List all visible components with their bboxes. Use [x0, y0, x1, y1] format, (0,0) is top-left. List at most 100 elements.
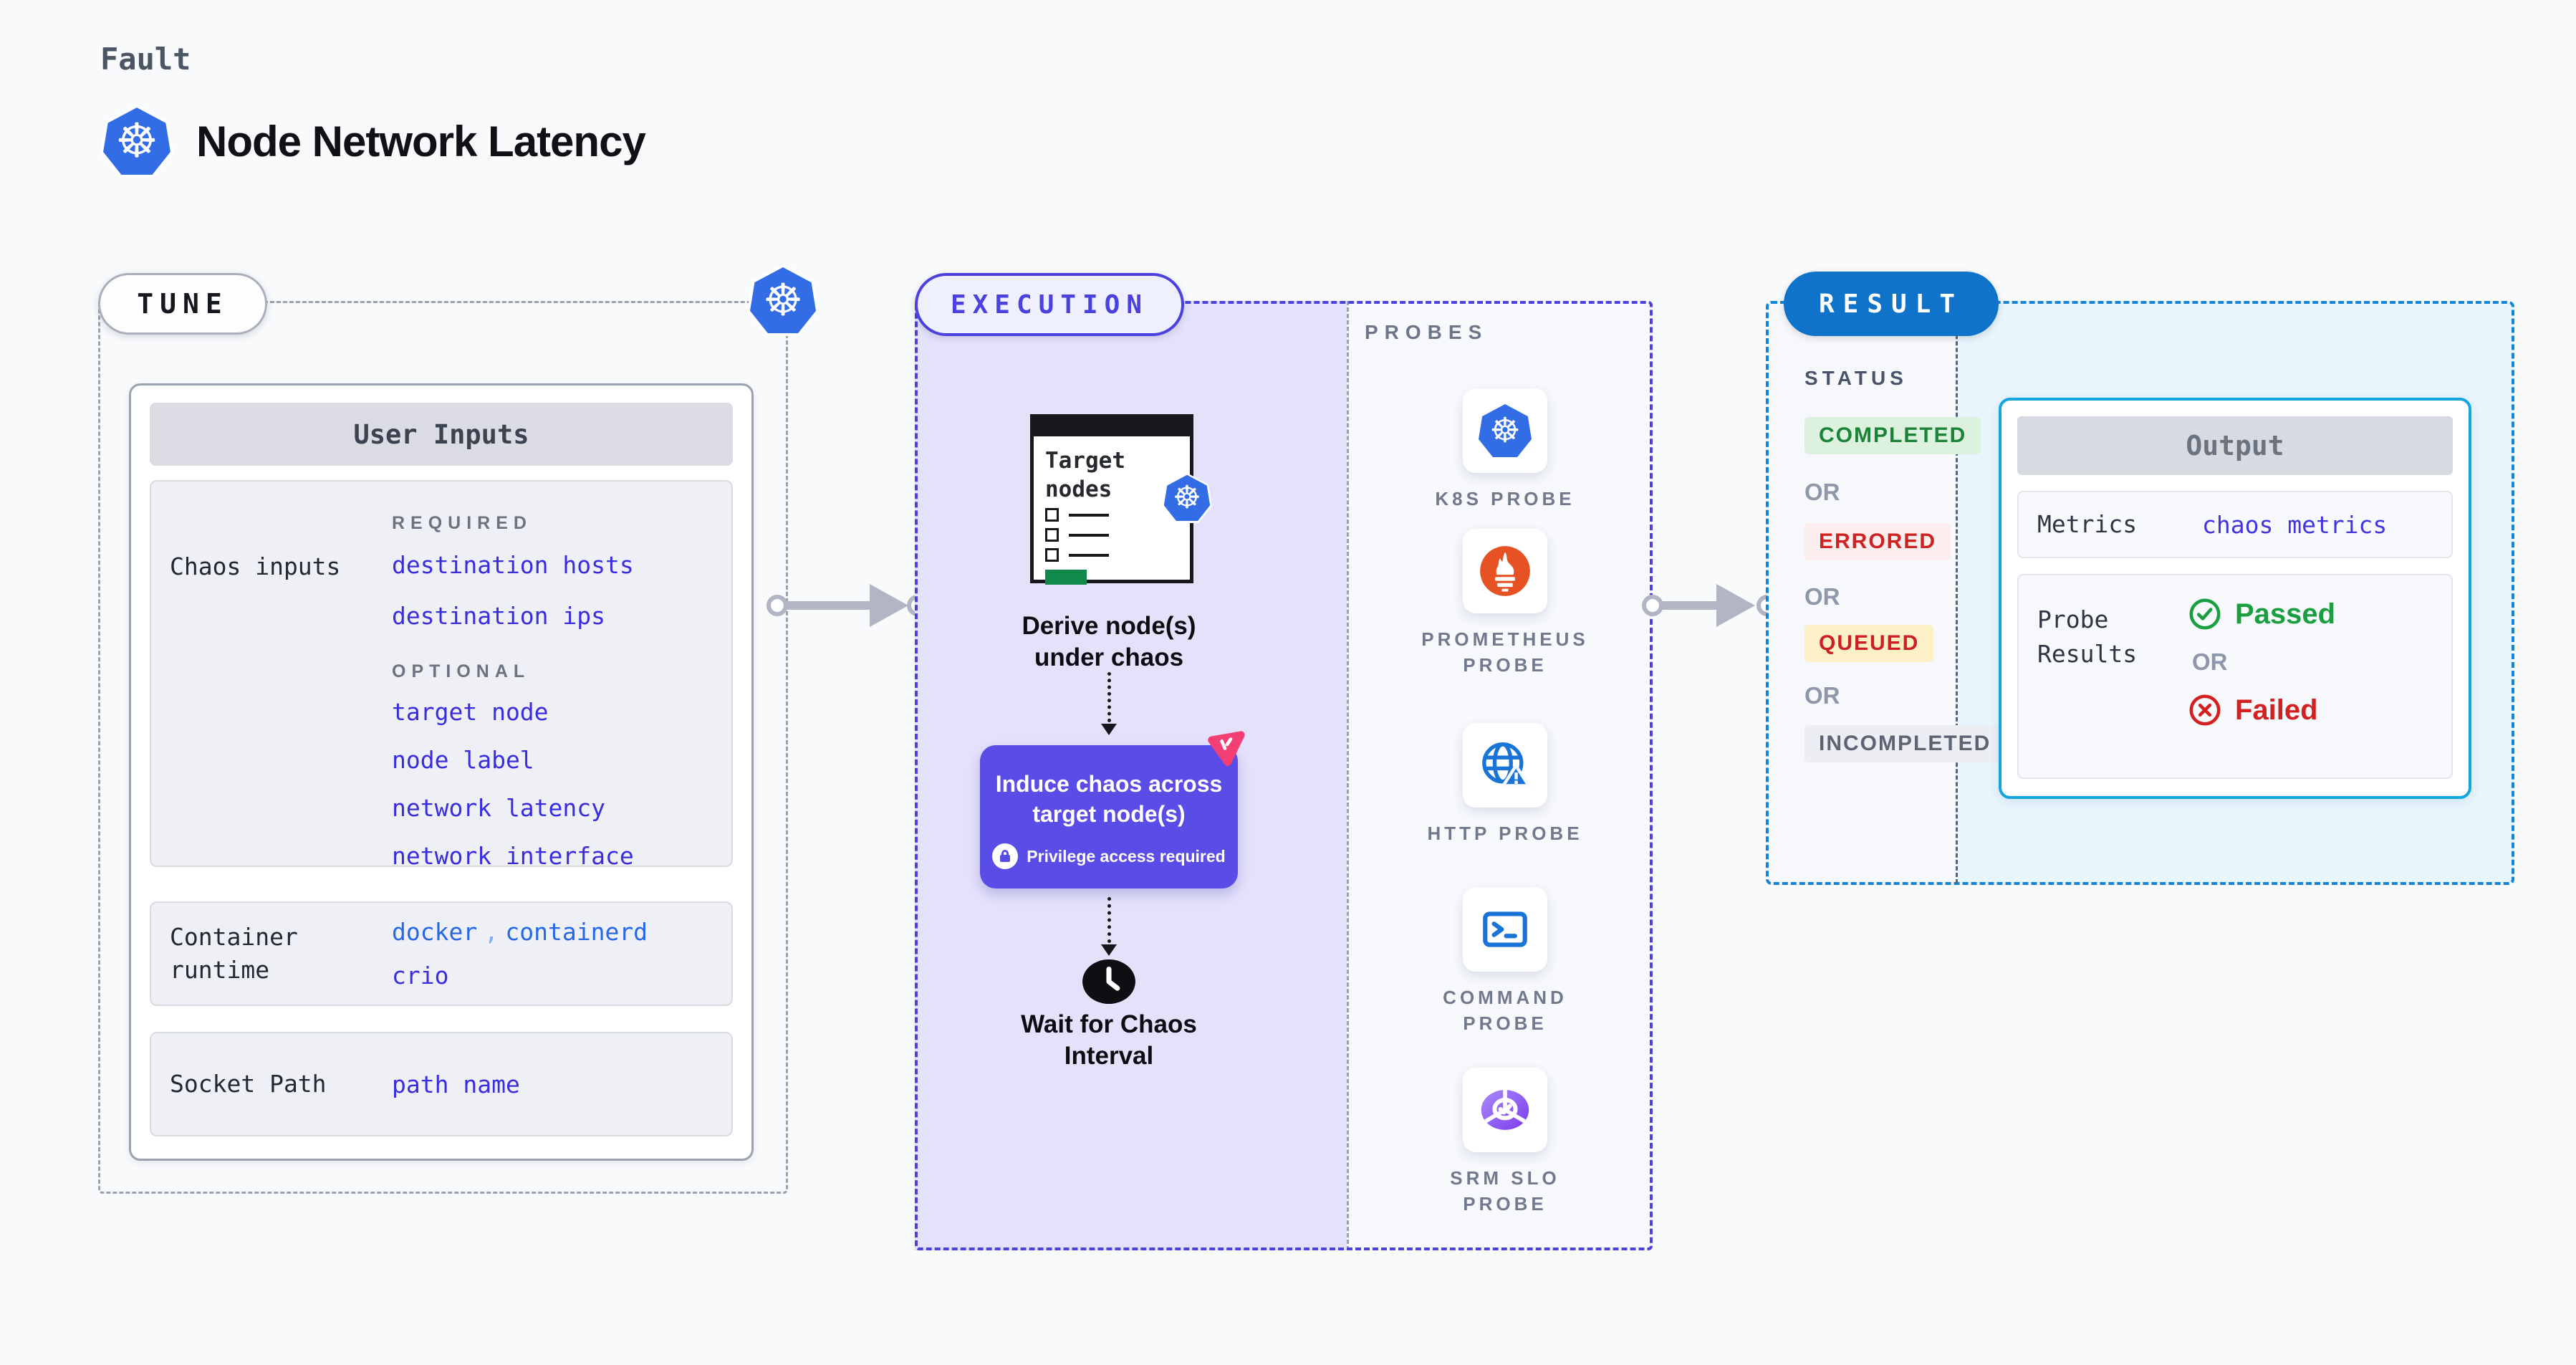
- node-checkbox-row: [1045, 528, 1109, 542]
- probe-item-command: COMMAND PROBE: [1419, 887, 1591, 1037]
- probe-card: [1463, 723, 1547, 808]
- node-checkbox-row: [1045, 508, 1109, 522]
- dotted-connector: [1107, 897, 1111, 943]
- status-heading: STATUS: [1804, 367, 1908, 389]
- privilege-note: Privilege access required: [1027, 846, 1226, 866]
- dotted-arrow-head-icon: [1101, 944, 1117, 956]
- link-destination-hosts[interactable]: destination hosts: [392, 551, 634, 579]
- privilege-chip: Privilege access required: [992, 843, 1226, 870]
- or-separator: OR: [1804, 583, 1840, 610]
- dotted-connector: [1107, 672, 1111, 722]
- container-runtime-row: Container runtime docker , containerd cr…: [150, 901, 733, 1006]
- check-circle-icon: [2189, 598, 2221, 630]
- probe-label: COMMAND PROBE: [1443, 987, 1567, 1035]
- socket-path-row: Socket Path path name: [150, 1032, 733, 1136]
- kubernetes-icon: ☸: [1479, 404, 1532, 457]
- target-nodes-card: Target nodes: [1030, 414, 1193, 585]
- user-inputs-header: User Inputs: [150, 403, 733, 466]
- connector-dot: [766, 595, 788, 616]
- kubernetes-icon: ☸: [747, 264, 819, 336]
- passed-label: Passed: [2235, 598, 2336, 630]
- failed-label: Failed: [2235, 694, 2318, 726]
- required-heading: REQUIRED: [392, 513, 532, 533]
- x-circle-icon: [2189, 694, 2221, 726]
- output-header: Output: [2017, 416, 2453, 475]
- status-badge-completed: COMPLETED: [1804, 417, 1981, 454]
- litmus-chaos-icon: [1208, 731, 1245, 766]
- prometheus-icon: [1480, 546, 1530, 596]
- slo-gauge-icon: [1481, 1088, 1529, 1130]
- arrow-shaft: [787, 601, 871, 610]
- link-chaos-metrics[interactable]: chaos metrics: [2202, 510, 2388, 539]
- terminal-icon: [1483, 911, 1527, 947]
- derive-step-caption: Derive node(s) under chaos: [1022, 612, 1196, 671]
- tune-badge: TUNE: [98, 273, 267, 335]
- probe-label: SRM SLO PROBE: [1450, 1167, 1560, 1215]
- card-titlebar: [1034, 418, 1190, 436]
- induce-chaos-step: Induce chaos across target node(s) Privi…: [980, 745, 1238, 889]
- link-containerd[interactable]: containerd: [505, 918, 648, 946]
- runtime-comma: ,: [484, 918, 499, 946]
- page-title: Node Network Latency: [196, 117, 646, 166]
- tune-section-frame: [98, 301, 788, 1194]
- node-checkbox-row: [1045, 548, 1109, 562]
- page-title-row: ☸ Node Network Latency: [100, 105, 646, 178]
- or-separator: OR: [2192, 648, 2228, 675]
- link-docker[interactable]: docker: [392, 918, 478, 946]
- chaos-inputs-values: REQUIRED destination hosts destination i…: [392, 482, 634, 870]
- probes-heading: PROBES: [1365, 321, 1489, 343]
- lock-icon: [992, 843, 1019, 870]
- link-node-label[interactable]: node label: [392, 746, 534, 774]
- or-separator: OR: [1804, 682, 1840, 709]
- status-panel: [1767, 302, 1956, 883]
- probe-item-k8s: ☸ K8S PROBE: [1419, 388, 1591, 512]
- link-network-latency[interactable]: network latency: [392, 794, 606, 822]
- probe-results-values: Passed OR Failed: [2188, 575, 2335, 777]
- execution-badge: EXECUTION: [915, 273, 1184, 336]
- chaos-inputs-row: Chaos inputs REQUIRED destination hosts …: [150, 480, 733, 870]
- arrow-head-icon: [870, 584, 908, 627]
- status-badge-queued: QUEUED: [1804, 625, 1934, 662]
- output-card: Output Metrics chaos metrics Probe Resul…: [1999, 398, 2471, 799]
- link-crio[interactable]: crio: [392, 962, 449, 990]
- induce-chaos-title: Induce chaos across target node(s): [995, 771, 1223, 827]
- target-nodes-title: Target nodes: [1045, 448, 1125, 503]
- result-divider: [1956, 302, 1958, 883]
- arrow-head-icon: [1716, 584, 1755, 627]
- container-runtime-values: docker , containerd crio: [392, 918, 648, 990]
- link-path-name[interactable]: path name: [392, 1070, 520, 1098]
- kubernetes-icon: ☸: [100, 105, 173, 178]
- probe-label: PROMETHEUS PROBE: [1421, 628, 1589, 676]
- globe-warning-icon: [1482, 742, 1532, 787]
- optional-heading: OPTIONAL: [392, 661, 531, 681]
- status-badge-incompleted: INCOMPLETED: [1804, 725, 2006, 762]
- probe-results-label: Probe Results: [2037, 605, 2138, 668]
- clock-icon: [1082, 959, 1135, 1005]
- probe-label: K8S PROBE: [1435, 488, 1575, 509]
- probe-item-srm-slo: SRM SLO PROBE: [1419, 1068, 1591, 1217]
- probe-card: [1463, 529, 1547, 613]
- metrics-label: Metrics: [2037, 510, 2138, 539]
- metrics-row: Metrics chaos metrics: [2017, 491, 2453, 558]
- probe-results-row: Probe Results Passed OR Failed: [2017, 574, 2453, 779]
- link-network-interface[interactable]: network interface: [392, 842, 634, 870]
- dotted-arrow-head-icon: [1101, 724, 1117, 735]
- result-badge: RESULT: [1784, 272, 1999, 336]
- socket-path-label: Socket Path: [170, 1069, 327, 1098]
- progress-bar: [1045, 570, 1087, 585]
- wait-step-caption: Wait for Chaos Interval: [1021, 1010, 1197, 1070]
- probe-card: [1463, 887, 1547, 972]
- status-badge-errored: ERRORED: [1804, 523, 1951, 560]
- kubernetes-icon: ☸: [1162, 473, 1212, 523]
- probe-card: ☸: [1463, 388, 1547, 473]
- link-target-node[interactable]: target node: [392, 698, 549, 726]
- chaos-inputs-label: Chaos inputs: [170, 552, 341, 580]
- result-section-frame: [1766, 301, 2514, 885]
- probe-card: [1463, 1068, 1547, 1152]
- or-separator: OR: [1804, 479, 1840, 505]
- link-destination-ips[interactable]: destination ips: [392, 602, 606, 630]
- probe-item-prometheus: PROMETHEUS PROBE: [1419, 529, 1591, 679]
- container-runtime-label: Container runtime: [170, 922, 298, 984]
- user-inputs-card: User Inputs Chaos inputs REQUIRED destin…: [129, 383, 754, 1161]
